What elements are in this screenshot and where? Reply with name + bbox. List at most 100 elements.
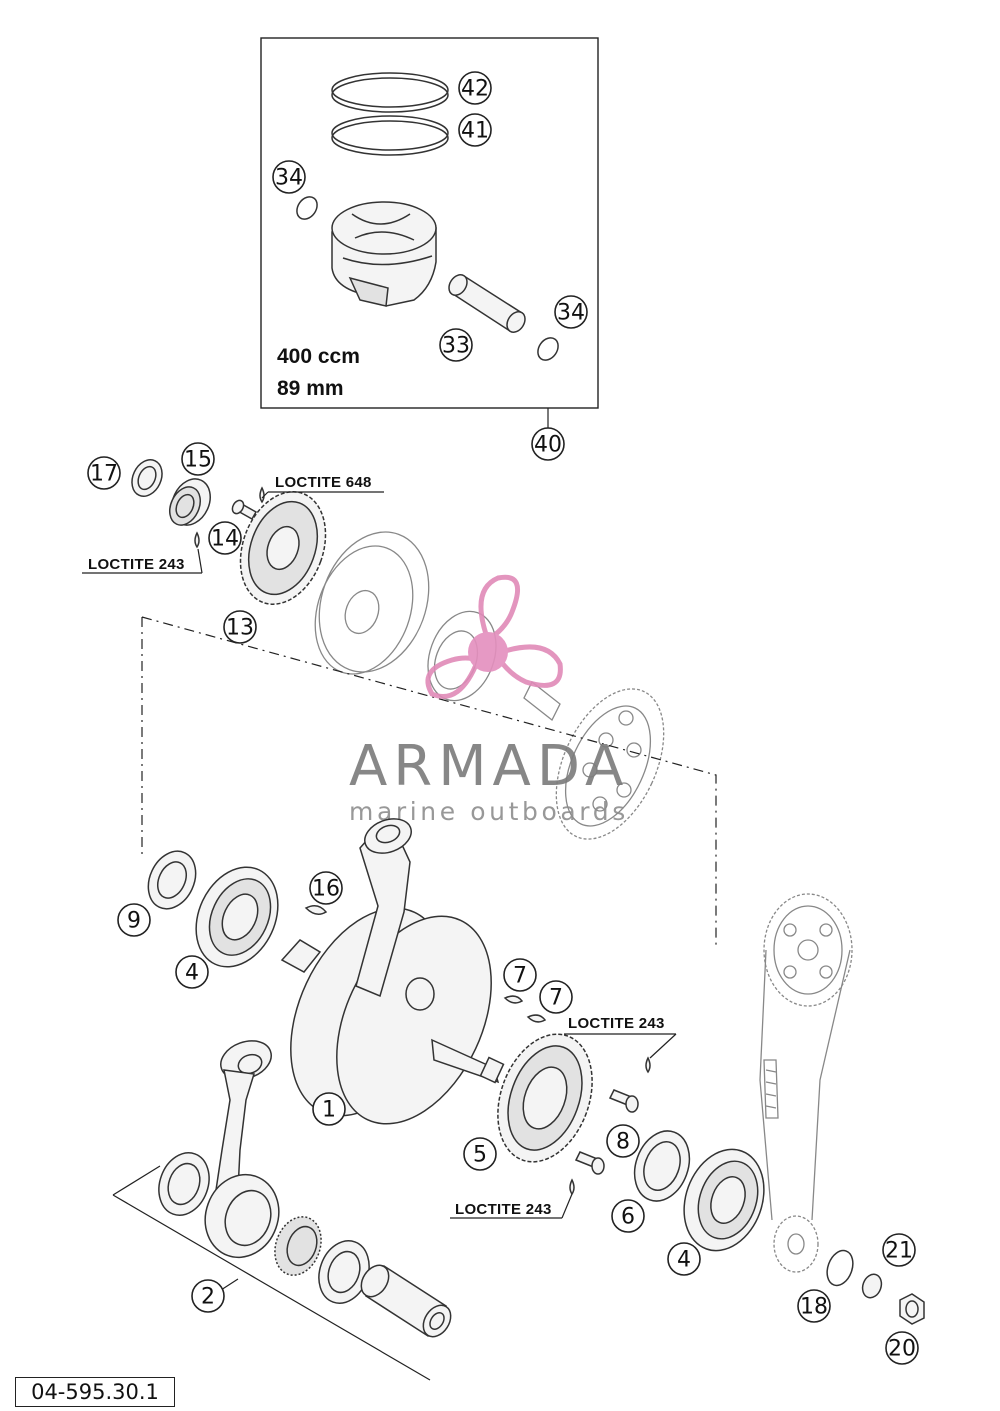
callout-13[interactable]: 13: [223, 610, 257, 644]
callout-16[interactable]: 16: [309, 871, 343, 905]
loctite-drop-upper: [645, 1056, 651, 1074]
loctite-drop-14: [194, 531, 200, 549]
callout-4-right[interactable]: 4: [667, 1242, 701, 1276]
callout-18[interactable]: 18: [797, 1289, 831, 1323]
callout-2[interactable]: 2: [191, 1279, 225, 1313]
loctite-243-label-right-top: LOCTITE 243: [568, 1015, 665, 1032]
crank-pin: [360, 1264, 452, 1338]
callout-17[interactable]: 17: [87, 456, 121, 490]
svg-text:17: 17: [90, 462, 118, 487]
svg-text:16: 16: [312, 877, 340, 902]
callout-1[interactable]: 1: [312, 1092, 346, 1126]
nut-20: [899, 1293, 925, 1325]
loctite-243-label-right-bottom: LOCTITE 243: [455, 1201, 552, 1218]
svg-text:4: 4: [677, 1248, 691, 1273]
timing-chain-group: 21 18 20: [759, 893, 925, 1365]
bolt-small-648: [231, 499, 258, 521]
callout-40[interactable]: 40: [531, 427, 565, 461]
svg-text:14: 14: [211, 527, 239, 552]
bolt-8-upper: [608, 1089, 639, 1113]
svg-text:6: 6: [621, 1205, 635, 1230]
seal-ring-17: [131, 459, 163, 497]
crankshaft-sprocket: [773, 1215, 819, 1273]
piston-kit-frame: [260, 37, 599, 409]
piston: [331, 201, 437, 307]
callout-15[interactable]: 15: [181, 442, 215, 476]
svg-text:21: 21: [885, 1239, 913, 1264]
crankshaft-group: 9 4 16 1 7 7 5 8: [117, 818, 765, 1276]
assembly-guide-line: [141, 616, 717, 945]
loctite-648-label: LOCTITE 648: [275, 474, 372, 491]
svg-text:5: 5: [473, 1143, 487, 1168]
svg-text:9: 9: [127, 909, 141, 934]
camshaft-sprocket: [763, 893, 853, 1007]
conrod-big-end: [204, 1173, 280, 1259]
callout-7-second[interactable]: 7: [539, 980, 573, 1014]
callout-6[interactable]: 6: [611, 1199, 645, 1233]
piston-ring-lower: [331, 115, 449, 156]
callout-42[interactable]: 42: [458, 71, 492, 105]
callout-4-left[interactable]: 4: [175, 955, 209, 989]
callout-33[interactable]: 33: [439, 328, 473, 362]
svg-text:15: 15: [184, 448, 212, 473]
shaft-seal-9: [147, 850, 197, 910]
piston-kit-group: 400 ccm 89 mm 42 41 34 34 33 40: [260, 37, 599, 461]
svg-text:4: 4: [185, 961, 199, 986]
piston-ring-upper: [331, 72, 449, 113]
loctite-drop-lower: [569, 1178, 575, 1196]
svg-text:7: 7: [549, 986, 563, 1011]
callout-21[interactable]: 21: [882, 1233, 916, 1267]
callout-34-left[interactable]: 34: [272, 160, 306, 194]
svg-text:8: 8: [616, 1130, 630, 1155]
loctite-243-label-left: LOCTITE 243: [88, 556, 185, 573]
svg-text:1: 1: [322, 1098, 336, 1123]
piston-displacement: 400 ccm: [277, 345, 360, 368]
primary-gear-5: [497, 1033, 593, 1163]
armada-watermark: ARMADA marine outboards: [349, 574, 629, 826]
diagram-reference-number: 04-595.30.1: [15, 1377, 175, 1407]
timing-chain: [759, 949, 851, 1221]
conrod-beam: [215, 1069, 255, 1191]
watermark-brand: ARMADA: [349, 734, 629, 799]
callout-14[interactable]: 14: [208, 521, 242, 555]
callout-9[interactable]: 9: [117, 903, 151, 937]
svg-text:33: 33: [442, 334, 470, 359]
circlip-left: [296, 196, 318, 220]
callout-7-first[interactable]: 7: [503, 958, 537, 992]
circlip-right: [537, 337, 559, 361]
svg-text:34: 34: [275, 166, 303, 191]
svg-text:42: 42: [461, 77, 489, 102]
callout-41[interactable]: 41: [458, 113, 492, 147]
woodruff-key-7b: [526, 1014, 547, 1023]
thrust-washer-6: [633, 1130, 691, 1202]
gear-13: [239, 491, 327, 605]
bearing-15: [169, 478, 211, 526]
svg-text:20: 20: [888, 1337, 916, 1362]
main-bearing-right: [683, 1148, 765, 1252]
svg-text:7: 7: [513, 964, 527, 989]
propeller-logo-icon: [425, 574, 563, 699]
thrust-washer-right: [318, 1240, 370, 1304]
svg-text:41: 41: [461, 119, 489, 144]
svg-text:34: 34: [557, 301, 585, 326]
balancer-gear-group: 17 15 14 13 LOCTITE 648 LOCTITE 243: [82, 442, 665, 840]
starter-gear: [555, 688, 665, 840]
bolt-8-lower: [574, 1151, 605, 1175]
conrod-kit-bracket: [112, 1165, 431, 1381]
svg-text:13: 13: [226, 616, 254, 641]
callout-8[interactable]: 8: [606, 1124, 640, 1158]
crankshaft: [280, 818, 505, 1125]
chain-tensioner-guide: [763, 1059, 779, 1119]
svg-text:18: 18: [800, 1295, 828, 1320]
callout-5[interactable]: 5: [463, 1137, 497, 1171]
conrod-kit-group: 2: [112, 1040, 452, 1381]
main-bearing-left: [195, 866, 279, 968]
svg-text:40: 40: [534, 433, 562, 458]
callout-20[interactable]: 20: [885, 1331, 919, 1365]
piston-bore: 89 mm: [277, 377, 344, 400]
callout-34-right[interactable]: 34: [554, 295, 588, 329]
washer-21: [861, 1273, 883, 1299]
needle-bearing-conrod: [274, 1216, 322, 1276]
circlip-18: [826, 1249, 854, 1287]
